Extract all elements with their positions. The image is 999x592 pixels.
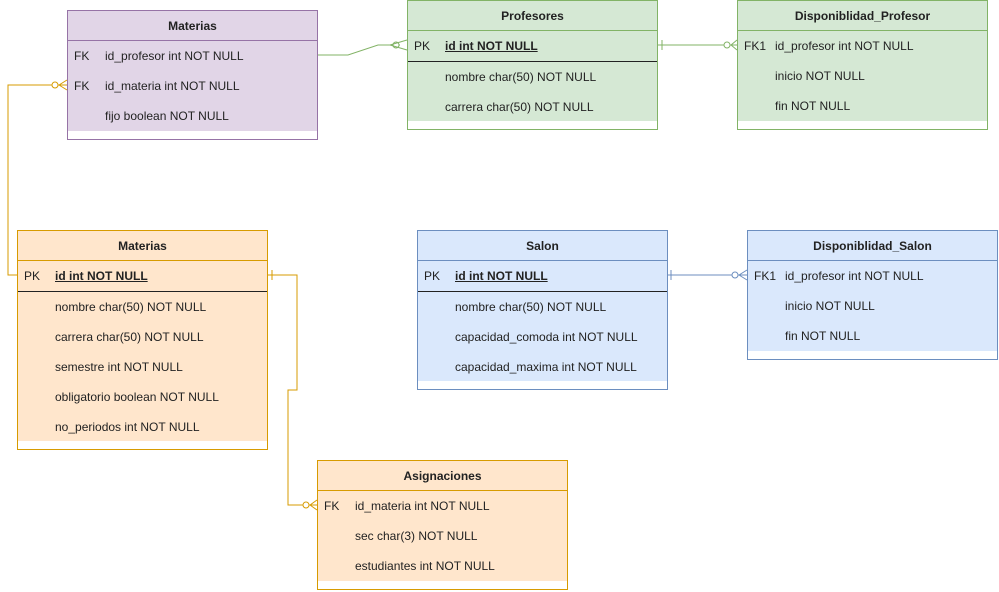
- key-label: FK1: [754, 269, 777, 283]
- entity-row: FK1 id_profesor int NOT NULL: [738, 31, 987, 61]
- field-label: semestre int NOT NULL: [55, 360, 183, 374]
- entity-materias-relation[interactable]: Materias FK id_profesor int NOT NULL FK …: [67, 10, 318, 140]
- many-marker: [738, 269, 748, 276]
- key-label: FK1: [744, 39, 767, 53]
- key-label: FK: [74, 49, 90, 63]
- field-label: capacidad_maxima int NOT NULL: [455, 360, 637, 374]
- entity-disponibilidad-salon[interactable]: Disponiblidad_Salon FK1 id_profesor int …: [747, 230, 998, 360]
- entity-title: Profesores: [408, 1, 657, 31]
- field-label: estudiantes int NOT NULL: [355, 559, 495, 573]
- entity-row-pk: PK id int NOT NULL: [408, 31, 657, 62]
- field-label: carrera char(50) NOT NULL: [55, 330, 204, 344]
- entity-row: capacidad_maxima int NOT NULL: [418, 352, 667, 382]
- link-materias-asignaciones: [268, 274, 317, 506]
- field-label: fin NOT NULL: [785, 329, 861, 343]
- zero-marker: [302, 501, 310, 509]
- link-materias-materiasrel: [7, 84, 67, 276]
- entity-row: no_periodos int NOT NULL: [18, 412, 267, 442]
- field-label: id_profesor int NOT NULL: [775, 39, 914, 53]
- entity-footer: [738, 121, 987, 129]
- entity-row: FK id_materia int NOT NULL: [68, 71, 317, 101]
- entity-footer: [18, 441, 267, 449]
- entity-row: carrera char(50) NOT NULL: [408, 92, 657, 122]
- field-label: id int NOT NULL: [445, 39, 538, 53]
- entity-title: Disponiblidad_Salon: [748, 231, 997, 261]
- entity-row: nombre char(50) NOT NULL: [418, 292, 667, 322]
- field-label: inicio NOT NULL: [785, 299, 875, 313]
- field-label: sec char(3) NOT NULL: [355, 529, 478, 543]
- many-marker: [389, 39, 408, 46]
- entity-title: Materias: [68, 11, 317, 41]
- entity-row: obligatorio boolean NOT NULL: [18, 382, 267, 412]
- field-label: capacidad_comoda int NOT NULL: [455, 330, 638, 344]
- many-marker: [58, 84, 68, 91]
- many-marker: [738, 274, 748, 281]
- entity-row: estudiantes int NOT NULL: [318, 551, 567, 581]
- many-marker: [389, 44, 408, 51]
- field-label: obligatorio boolean NOT NULL: [55, 390, 219, 404]
- key-label: PK: [424, 269, 441, 283]
- key-label: PK: [414, 39, 431, 53]
- key-label: PK: [24, 269, 41, 283]
- field-label: carrera char(50) NOT NULL: [445, 100, 594, 114]
- entity-title: Salon: [418, 231, 667, 261]
- entity-row-pk: PK id int NOT NULL: [418, 261, 667, 292]
- entity-row: capacidad_comoda int NOT NULL: [418, 322, 667, 352]
- field-label: inicio NOT NULL: [775, 69, 865, 83]
- zero-marker: [51, 81, 59, 89]
- entity-title: Disponiblidad_Profesor: [738, 1, 987, 31]
- entity-row: inicio NOT NULL: [748, 291, 997, 321]
- entity-footer: [418, 381, 667, 389]
- key-label: FK: [324, 499, 340, 513]
- field-label: id_profesor int NOT NULL: [785, 269, 924, 283]
- entity-materias[interactable]: Materias PK id int NOT NULL nombre char(…: [17, 230, 268, 450]
- field-label: fijo boolean NOT NULL: [105, 109, 229, 123]
- field-label: fin NOT NULL: [775, 99, 851, 113]
- entity-row: carrera char(50) NOT NULL: [18, 322, 267, 352]
- entity-title: Materias: [18, 231, 267, 261]
- entity-row: nombre char(50) NOT NULL: [18, 292, 267, 322]
- entity-row: sec char(3) NOT NULL: [318, 521, 567, 551]
- entity-footer: [318, 581, 567, 589]
- key-label: FK: [74, 79, 90, 93]
- entity-title: Asignaciones: [318, 461, 567, 491]
- entity-row-pk: PK id int NOT NULL: [18, 261, 267, 292]
- many-marker: [309, 499, 318, 506]
- field-label: no_periodos int NOT NULL: [55, 420, 200, 434]
- entity-row: fin NOT NULL: [748, 321, 997, 351]
- zero-marker: [731, 271, 739, 279]
- field-label: id_profesor int NOT NULL: [105, 49, 244, 63]
- entity-asignaciones[interactable]: Asignaciones FK id_materia int NOT NULL …: [317, 460, 568, 590]
- entity-row: FK id_profesor int NOT NULL: [68, 41, 317, 71]
- field-label: nombre char(50) NOT NULL: [445, 70, 597, 84]
- link-materias-profesores: [318, 44, 400, 56]
- field-label: id_materia int NOT NULL: [105, 79, 240, 93]
- zero-marker: [723, 41, 731, 49]
- entity-footer: [408, 121, 657, 129]
- entity-row: semestre int NOT NULL: [18, 352, 267, 382]
- many-marker: [309, 504, 318, 511]
- many-marker: [730, 44, 738, 51]
- entity-row: FK1 id_profesor int NOT NULL: [748, 261, 997, 291]
- many-marker: [730, 39, 738, 46]
- many-marker: [58, 79, 68, 86]
- field-label: id_materia int NOT NULL: [355, 499, 490, 513]
- entity-profesores[interactable]: Profesores PK id int NOT NULL nombre cha…: [407, 0, 658, 130]
- field-label: id int NOT NULL: [55, 269, 148, 283]
- entity-row: fijo boolean NOT NULL: [68, 101, 317, 131]
- entity-salon[interactable]: Salon PK id int NOT NULL nombre char(50)…: [417, 230, 668, 390]
- entity-disponibilidad-profesor[interactable]: Disponiblidad_Profesor FK1 id_profesor i…: [737, 0, 988, 130]
- field-label: nombre char(50) NOT NULL: [455, 300, 607, 314]
- entity-row: fin NOT NULL: [738, 91, 987, 121]
- field-label: id int NOT NULL: [455, 269, 548, 283]
- entity-row: inicio NOT NULL: [738, 61, 987, 91]
- field-label: nombre char(50) NOT NULL: [55, 300, 207, 314]
- entity-row: FK id_materia int NOT NULL: [318, 491, 567, 521]
- entity-row: nombre char(50) NOT NULL: [408, 62, 657, 92]
- entity-footer: [68, 131, 317, 139]
- entity-footer: [748, 351, 997, 359]
